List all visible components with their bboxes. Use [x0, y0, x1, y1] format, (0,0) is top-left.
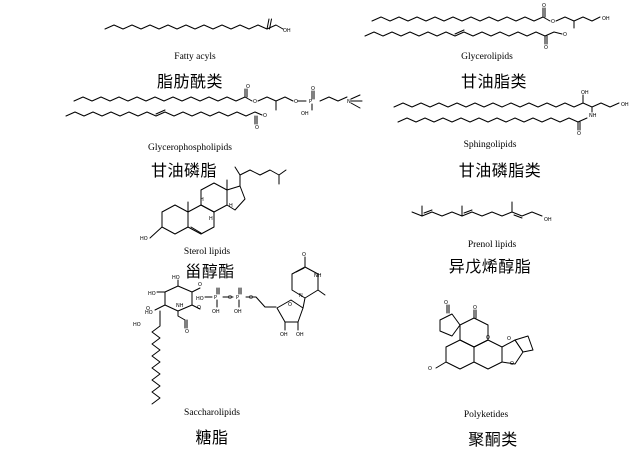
atom-label: P	[214, 295, 217, 301]
atom-label: OH	[296, 332, 304, 338]
atom-label: O	[544, 45, 548, 51]
atom-label: N	[347, 99, 351, 105]
atom-label: O	[146, 306, 150, 312]
atom-label: P	[309, 99, 312, 105]
atom-label: HO	[140, 236, 148, 242]
class-name-en: Prenol lipids	[467, 240, 517, 250]
class-name-zh: 脂肪酰类	[156, 72, 224, 91]
class-name-zh: 甘油脂类	[460, 72, 528, 91]
atom-label: O	[302, 252, 306, 258]
class-name-zh: 甘油磷脂	[150, 161, 218, 180]
atom-label: O	[253, 99, 257, 105]
atom-label: O	[198, 282, 202, 288]
class-name-zh: 异戊烯醇脂	[448, 257, 532, 276]
atom-label: OH	[234, 309, 242, 315]
atom-label: OH	[212, 309, 220, 315]
atom-label: H	[209, 216, 213, 222]
atom-label: O	[551, 19, 555, 25]
class-name-en: Glycerophospholipids	[148, 143, 232, 153]
atom-label: O	[263, 113, 267, 119]
atom-label: N	[299, 293, 303, 299]
class-name-en: Sphingolipids	[463, 140, 517, 150]
atom-label: HO	[196, 296, 204, 302]
atom-label: H	[200, 197, 204, 203]
atom-label: O	[542, 3, 546, 9]
atom-label: H	[229, 203, 233, 209]
atom-label: HO	[133, 322, 141, 328]
atom-label: NH	[314, 273, 322, 279]
atom-label: O	[473, 305, 477, 311]
atom-label: OH	[301, 111, 309, 117]
class-name-zh: 甘油磷脂类	[458, 161, 542, 180]
atom-label: O	[185, 329, 189, 335]
atom-label: O	[228, 295, 232, 301]
class-name-en: Saccharolipids	[184, 408, 240, 418]
class-name-en: Fatty acyls	[174, 52, 216, 62]
class-name-en: Sterol lipids	[183, 247, 231, 257]
atom-label: O	[563, 32, 567, 38]
atom-label: OH	[280, 332, 288, 338]
class-name-zh: 甾醇酯	[185, 262, 235, 281]
atom-label: O	[255, 125, 259, 131]
class-name-en: Polyketides	[463, 410, 509, 420]
atom-label: HO	[148, 291, 156, 297]
atom-label: OH	[581, 90, 589, 96]
atom-label: P	[236, 295, 239, 301]
atom-label: O	[428, 366, 432, 372]
atom-label: HO	[172, 275, 180, 281]
atom-label: OH	[283, 28, 291, 34]
atom-label: HO	[145, 310, 153, 316]
atom-label: O	[486, 335, 490, 341]
atom-label: O	[294, 99, 298, 105]
atom-label: O	[249, 295, 253, 301]
atom-label: NH	[589, 113, 597, 119]
atom-label: OH	[602, 16, 610, 22]
atom-label: O	[507, 336, 511, 342]
atom-label: O	[246, 84, 250, 90]
atom-label: OH	[621, 102, 629, 108]
atom-label: O	[577, 131, 581, 137]
atom-label: O	[197, 305, 201, 311]
atom-label: O	[444, 300, 448, 306]
class-name-zh: 聚酮类	[468, 430, 518, 449]
class-name-zh: 糖脂	[195, 428, 229, 447]
class-name-en: Glycerolipids	[461, 52, 513, 62]
atom-label: NH	[176, 303, 184, 309]
atom-label: O	[311, 86, 315, 92]
atom-label: O	[510, 361, 514, 367]
atom-label: O	[288, 302, 292, 308]
atom-label: OH	[544, 217, 552, 223]
